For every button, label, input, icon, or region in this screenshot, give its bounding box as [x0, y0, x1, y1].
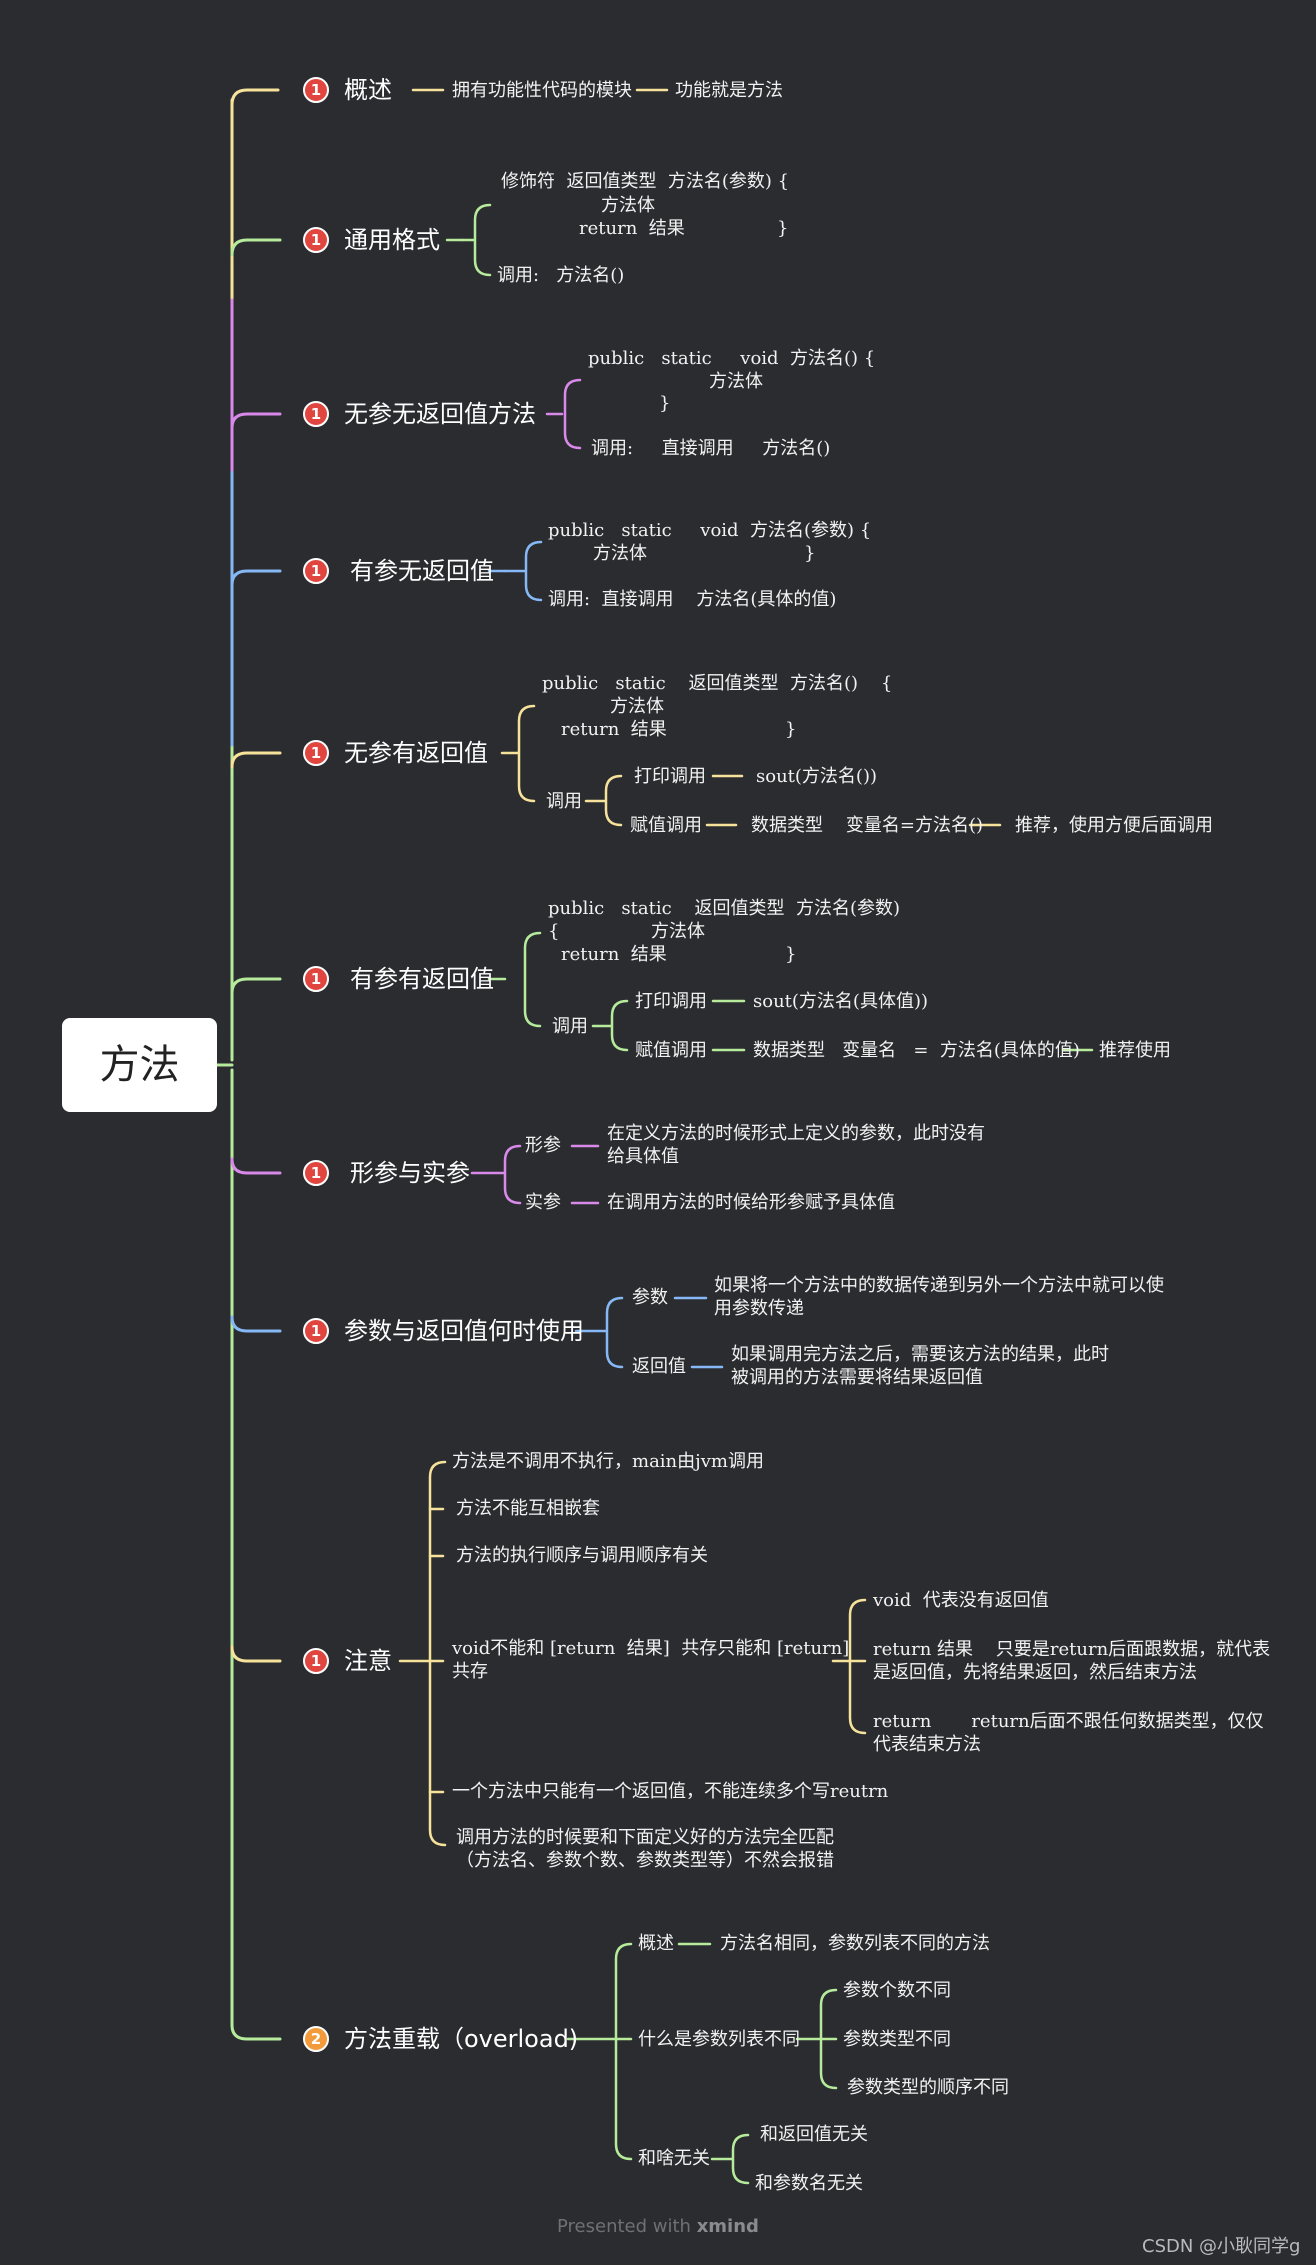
overload-diff: 参数类型不同 — [843, 2029, 951, 2050]
call-line: 调用: 方法名() — [497, 265, 625, 286]
code-line: 修饰符 返回值类型 方法名(参数) { — [501, 171, 790, 192]
code-line: return 结果 — [561, 719, 667, 740]
branch-overview: 概述 — [344, 76, 392, 104]
call-method-label: 打印调用 — [634, 766, 706, 787]
priority-1-icon: 1 — [303, 558, 329, 584]
call-method-value: sout(方法名(具体值)) — [753, 991, 928, 1012]
note-item: 一个方法中只能有一个返回值，不能连续多个写reutrn — [452, 1781, 889, 1802]
branch-param-no-return: 有参无返回值 — [350, 557, 494, 585]
call-method-label: 打印调用 — [635, 991, 707, 1012]
code-line: return 结果 — [579, 218, 685, 239]
branch-when-to-use: 参数与返回值何时使用 — [344, 1317, 584, 1345]
priority-1-icon: 1 — [303, 1648, 329, 1674]
code-line: } — [785, 719, 797, 740]
branch-param-return: 有参有返回值 — [350, 965, 494, 993]
overload-label: 和啥无关 — [638, 2148, 710, 2169]
usage-desc: 被调用的方法需要将结果返回值 — [731, 1367, 983, 1388]
note-item: void不能和 [return 结果] 共存只能和 [return] — [452, 1638, 850, 1659]
overview-item: 功能就是方法 — [675, 80, 783, 101]
param-type-label: 形参 — [525, 1135, 561, 1156]
overload-label: 什么是参数列表不同 — [638, 2029, 800, 2050]
branch-notes: 注意 — [344, 1647, 392, 1675]
usage-label: 参数 — [632, 1287, 668, 1308]
note-item: 共存 — [452, 1661, 488, 1682]
call-label: 调用 — [546, 791, 582, 812]
note-item: 调用方法的时候要和下面定义好的方法完全匹配 — [456, 1827, 834, 1848]
call-label: 调用 — [552, 1016, 588, 1037]
param-type-desc: 给具体值 — [607, 1146, 679, 1167]
branch-formal-actual-params: 形参与实参 — [350, 1159, 470, 1187]
usage-desc: 如果将一个方法中的数据传递到另外一个方法中就可以使 — [714, 1275, 1164, 1296]
usage-desc: 用参数传递 — [714, 1298, 804, 1319]
code-line: 方法体 — [610, 696, 664, 717]
param-type-desc: 在定义方法的时候形式上定义的参数，此时没有 — [607, 1123, 985, 1144]
void-sub-item: 代表结束方法 — [873, 1734, 981, 1755]
note-item: 方法不能互相嵌套 — [456, 1498, 600, 1519]
root-node: 方法 — [62, 1018, 217, 1112]
watermark-credit: CSDN @小耿同学g — [1142, 2236, 1301, 2257]
branch-no-param-no-return: 无参无返回值方法 — [344, 400, 536, 428]
priority-1-icon: 1 — [303, 227, 329, 253]
call-method-value: 数据类型 变量名=方法名() — [751, 815, 984, 836]
code-line: 方法体 — [651, 921, 705, 942]
code-line: public static void 方法名(参数) { — [548, 520, 872, 541]
call-line: 调用: 直接调用 方法名() — [591, 438, 831, 459]
code-line: public static 返回值类型 方法名(参数) — [548, 898, 901, 919]
call-line: 调用: 直接调用 方法名(具体的值) — [548, 589, 837, 610]
call-method-value: sout(方法名()) — [756, 766, 877, 787]
overload-diff: 参数个数不同 — [843, 1980, 951, 2001]
overload-label: 概述 — [638, 1933, 674, 1954]
code-line: public static 返回值类型 方法名() { — [542, 673, 893, 694]
code-line: 方法体 — [601, 195, 655, 216]
priority-1-icon: 1 — [303, 77, 329, 103]
call-method-note: 推荐，使用方便后面调用 — [1015, 815, 1213, 836]
note-item: 方法的执行顺序与调用顺序有关 — [456, 1545, 708, 1566]
call-method-note: 推荐使用 — [1099, 1040, 1171, 1061]
param-type-desc: 在调用方法的时候给形参赋予具体值 — [607, 1192, 895, 1213]
priority-1-icon: 1 — [303, 1318, 329, 1344]
overload-unrelated: 和参数名无关 — [755, 2173, 863, 2194]
branch-overload: 方法重载（overload) — [344, 2025, 579, 2053]
usage-label: 返回值 — [632, 1356, 686, 1377]
void-sub-item: return return后面不跟任何数据类型，仅仅 — [873, 1711, 1264, 1732]
call-method-value: 数据类型 变量名 = 方法名(具体的值) — [753, 1040, 1080, 1061]
usage-desc: 如果调用完方法之后，需要该方法的结果，此时 — [731, 1344, 1109, 1365]
code-line: 方法体 — [709, 371, 763, 392]
void-sub-item: return 结果 只要是return后面跟数据，就代表 — [873, 1639, 1271, 1660]
void-sub-item: void 代表没有返回值 — [873, 1590, 1049, 1611]
branch-general-format: 通用格式 — [344, 226, 440, 254]
code-line: } — [804, 543, 816, 564]
code-line: } — [777, 218, 789, 239]
code-line: { — [548, 921, 560, 942]
code-line: public static void 方法名() { — [588, 348, 876, 369]
call-method-label: 赋值调用 — [635, 1040, 707, 1061]
priority-1-icon: 1 — [303, 966, 329, 992]
overload-diff: 参数类型的顺序不同 — [847, 2077, 1009, 2098]
priority-2-icon: 2 — [303, 2026, 329, 2052]
code-line: 方法体 — [593, 543, 647, 564]
overload-overview: 方法名相同，参数列表不同的方法 — [720, 1933, 990, 1954]
code-line: return 结果 — [561, 944, 667, 965]
priority-1-icon: 1 — [303, 1160, 329, 1186]
call-method-label: 赋值调用 — [630, 815, 702, 836]
void-sub-item: 是返回值，先将结果返回，然后结束方法 — [873, 1662, 1197, 1683]
overview-item: 拥有功能性代码的模块 — [452, 80, 632, 101]
priority-1-icon: 1 — [303, 740, 329, 766]
overload-unrelated: 和返回值无关 — [760, 2124, 868, 2145]
priority-1-icon: 1 — [303, 401, 329, 427]
code-line: } — [785, 944, 797, 965]
xmind-footer: Presented with xmind — [557, 2216, 759, 2237]
note-item: （方法名、参数个数、参数类型等）不然会报错 — [456, 1850, 834, 1871]
param-type-label: 实参 — [525, 1192, 561, 1213]
note-item: 方法是不调用不执行，main由jvm调用 — [452, 1451, 764, 1472]
code-line: } — [659, 393, 671, 414]
branch-no-param-return: 无参有返回值 — [344, 739, 488, 767]
